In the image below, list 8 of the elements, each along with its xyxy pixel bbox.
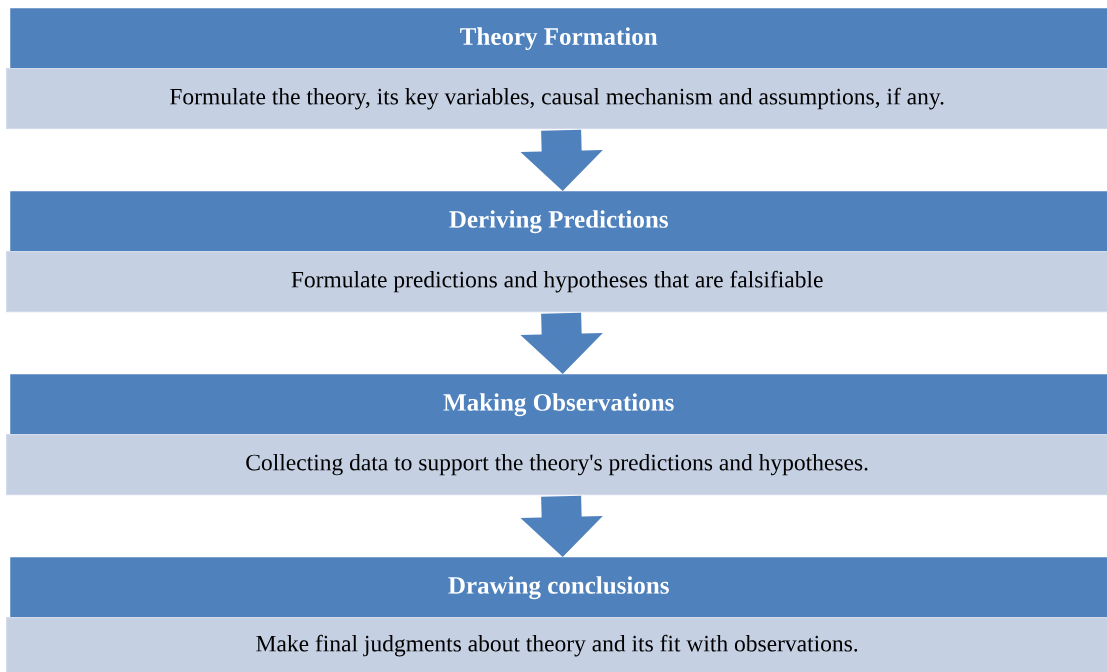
- stage-description: Make final judgments about theory and its fit with observations.: [6, 617, 1107, 672]
- stage-description: Formulate the theory, its key variables, causal mechanism and assumptions, if any.: [6, 68, 1107, 130]
- stage-description: Formulate predictions and hypotheses that are falsifiable: [6, 251, 1107, 313]
- stage-header: Deriving Predictions: [10, 191, 1107, 253]
- stage-description: Collecting data to support the theory's predictions and hypotheses.: [6, 434, 1107, 496]
- stage-header: Theory Formation: [10, 8, 1107, 70]
- stage-header: Drawing conclusions: [10, 557, 1107, 619]
- stage-header: Making Observations: [10, 374, 1107, 436]
